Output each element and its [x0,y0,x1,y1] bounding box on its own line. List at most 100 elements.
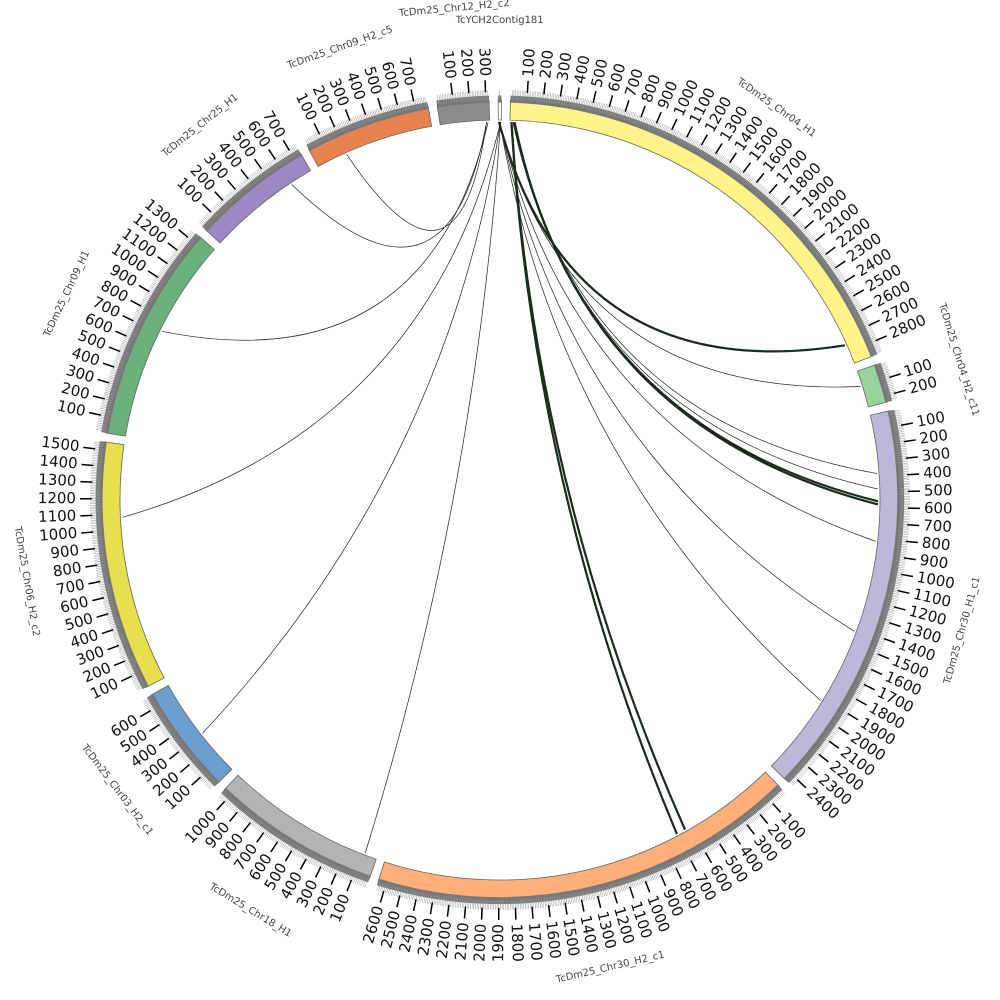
minor-tick [825,732,834,739]
major-tick [214,191,224,202]
minor-tick [112,630,122,634]
minor-tick [707,149,713,159]
minor-tick [204,777,213,785]
minor-tick [619,881,623,892]
minor-tick [756,185,764,194]
minor-tick [93,446,104,449]
minor-tick [716,155,723,165]
minor-tick [898,462,909,465]
minor-tick [774,790,782,799]
minor-tick [897,452,908,455]
minor-tick [898,538,909,541]
minor-tick [529,898,531,909]
minor-tick [892,574,903,577]
minor-tick [102,597,113,601]
minor-tick [104,391,115,395]
minor-tick [109,374,120,378]
minor-tick [879,626,890,630]
minor-tick [894,432,905,435]
minor-tick [108,378,118,383]
minor-tick [92,456,103,459]
minor-tick [880,623,891,627]
minor-tick [785,212,793,220]
minor-tick [182,752,191,760]
minor-tick [156,718,166,725]
minor-tick [884,609,895,613]
minor-tick [835,717,845,724]
tick-label: 700 [923,516,953,536]
minor-tick [406,100,410,111]
minor-tick [600,887,604,897]
minor-tick [534,898,536,909]
minor-tick [248,176,255,185]
minor-tick [594,888,597,899]
minor-tick [859,319,869,325]
minor-tick [767,195,775,203]
minor-tick [645,118,650,128]
minor-tick [794,770,803,778]
minor-tick [361,113,366,124]
minor-tick [899,520,910,522]
minor-tick [309,136,315,146]
minor-tick [839,283,849,289]
major-tick [655,111,662,124]
minor-tick [173,251,182,258]
major-tick [107,644,120,651]
major-tick [314,866,322,878]
minor-tick [154,278,164,285]
minor-tick [880,621,891,626]
major-tick [178,229,189,238]
major-tick [139,709,151,718]
minor-tick [749,179,757,188]
minor-tick [91,529,102,531]
minor-tick [858,676,869,682]
minor-tick [804,759,813,767]
minor-tick [555,94,558,104]
minor-tick [160,724,169,731]
minor-tick [734,824,741,833]
major-tick [828,740,840,749]
major-tick [835,260,846,269]
minor-tick [393,103,397,114]
tick-label: 900 [49,541,80,562]
minor-tick [91,463,102,465]
minor-tick [816,744,825,751]
major-tick [868,319,880,327]
minor-tick [327,127,333,138]
minor-tick [857,316,868,322]
minor-tick [851,690,861,696]
minor-tick [155,717,165,724]
minor-tick [142,696,152,702]
minor-tick [827,729,836,736]
minor-tick [127,666,137,672]
minor-tick [581,98,585,109]
minor-tick [675,859,681,869]
minor-tick [688,138,694,148]
minor-tick [898,528,909,531]
minor-tick [871,348,882,354]
minor-tick [883,612,894,616]
minor-tick [708,841,714,851]
minor-tick [667,862,673,873]
minor-tick [119,649,130,655]
minor-tick [99,586,110,589]
minor-tick [896,447,907,450]
minor-tick [319,131,325,141]
major-tick [547,905,551,918]
minor-tick [852,306,862,312]
minor-tick [181,240,190,248]
minor-tick [799,764,808,772]
tick-label: 300 [475,47,494,76]
minor-tick [110,372,120,377]
minor-tick [125,331,136,337]
minor-tick [97,574,108,578]
minor-tick [123,336,134,341]
minor-tick [267,829,274,839]
major-tick [759,813,769,825]
minor-tick [898,461,909,463]
minor-tick [726,161,733,171]
major-tick [875,335,887,342]
minor-tick [894,562,905,566]
minor-tick [218,790,226,799]
minor-tick [402,888,406,899]
